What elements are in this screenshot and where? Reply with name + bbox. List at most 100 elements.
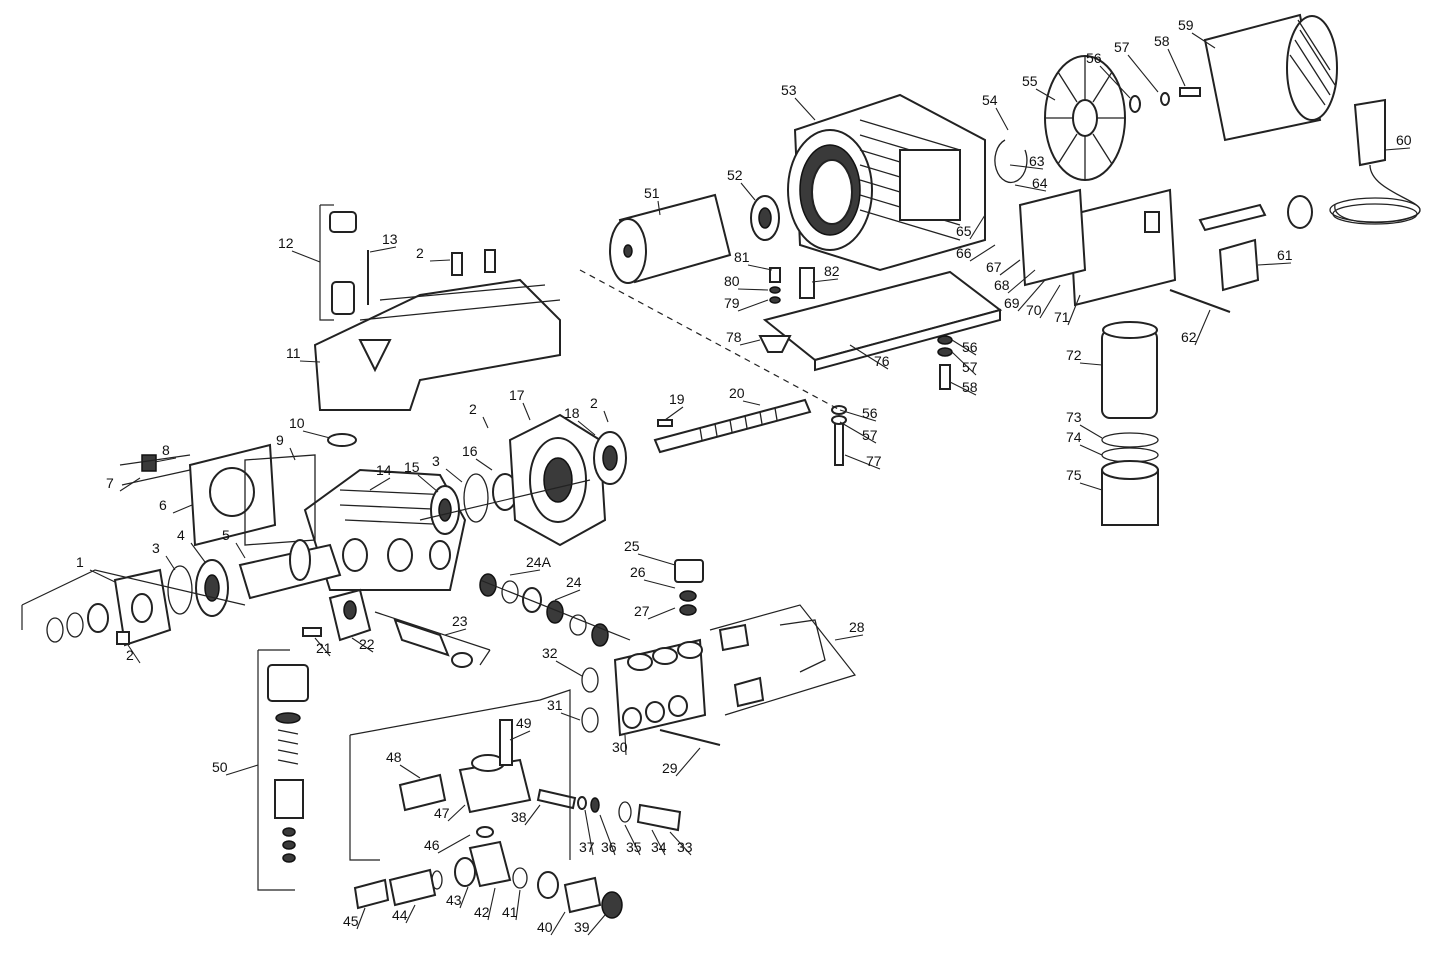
leader-line-p75	[1079, 482, 1103, 491]
part-label-p41: 41	[502, 904, 518, 920]
part-label-p71: 71	[1054, 309, 1070, 325]
part-label-p24: 24	[566, 574, 582, 590]
part-label-p56c: 56	[962, 339, 978, 355]
power-cord	[1329, 98, 1421, 225]
part-label-p60: 60	[1396, 132, 1412, 148]
plug-8	[141, 454, 157, 472]
lower-fittings	[353, 840, 623, 919]
leader-line-p32	[555, 660, 583, 677]
part-label-p6: 6	[159, 497, 167, 513]
leader-line-p1	[89, 569, 116, 583]
part-label-p54: 54	[982, 92, 998, 108]
ring-73	[1101, 432, 1159, 448]
leader-line-p18	[577, 420, 596, 436]
leader-line-p65	[969, 214, 986, 240]
part-label-p59: 59	[1178, 17, 1194, 33]
part-label-p68: 68	[994, 277, 1010, 293]
front-cover	[113, 568, 172, 647]
leader-line-p13	[369, 246, 397, 253]
ring-46	[476, 826, 494, 838]
leader-line-p36	[599, 814, 616, 856]
part-label-p2a: 2	[126, 647, 134, 663]
part-label-p74: 74	[1066, 429, 1082, 445]
leader-line-p57a	[1127, 54, 1159, 93]
part-label-p58b: 58	[962, 379, 978, 395]
part-label-p44: 44	[392, 907, 408, 923]
part-label-p43: 43	[446, 892, 462, 908]
leader-line-p69	[1017, 279, 1046, 312]
leader-line-p27	[647, 607, 676, 620]
part-label-p4: 4	[177, 527, 185, 543]
part-label-p31: 31	[547, 697, 563, 713]
leader-line-p80	[737, 288, 769, 291]
part-label-p62: 62	[1181, 329, 1197, 345]
part-label-p42: 42	[474, 904, 490, 920]
switch-box	[1018, 188, 1177, 307]
leader-line-p50	[225, 764, 259, 776]
leader-line-p63	[1009, 164, 1044, 170]
part-label-p57b: 57	[862, 427, 878, 443]
part-label-p29: 29	[662, 760, 678, 776]
leader-line-p3a	[165, 555, 176, 571]
leader-line-p24	[554, 589, 581, 601]
leader-line-p19	[664, 406, 684, 421]
part-label-p20: 20	[729, 385, 745, 401]
part-label-p45: 45	[343, 913, 359, 929]
part-label-p2c: 2	[469, 401, 477, 417]
part-label-p25: 25	[624, 538, 640, 554]
bearing-15	[430, 485, 460, 535]
screw-62	[1169, 289, 1231, 313]
leader-line-p5	[235, 542, 246, 559]
leader-line-p6	[172, 504, 193, 514]
part-label-p37: 37	[579, 839, 595, 855]
bolt-2-top-a	[451, 252, 463, 276]
manifold	[613, 638, 707, 737]
bearing-18	[593, 431, 627, 485]
part-label-p27: 27	[634, 603, 650, 619]
o-ring-3b	[463, 473, 489, 523]
part-label-p63: 63	[1029, 153, 1045, 169]
rotor	[609, 193, 732, 284]
leader-line-p79	[737, 299, 769, 312]
o-ring-32	[581, 667, 599, 693]
leader-line-p7	[119, 477, 141, 492]
capacitor-cup	[1101, 460, 1159, 526]
part-label-p1: 1	[76, 554, 84, 570]
bolt-2-left	[116, 631, 130, 645]
leader-line-p11	[299, 360, 321, 363]
fasteners-79-81	[769, 267, 781, 304]
leader-line-p67	[999, 259, 1021, 276]
leader-line-p44	[405, 904, 416, 924]
part-label-p28: 28	[849, 619, 865, 635]
part-label-p8: 8	[162, 442, 170, 458]
part-label-p73: 73	[1066, 409, 1082, 425]
leader-line-p72	[1079, 362, 1103, 366]
leader-line-p77	[844, 454, 881, 470]
leader-line-p82	[811, 278, 839, 283]
seal-kit-24	[479, 573, 609, 647]
leader-line-p31	[560, 712, 581, 721]
leader-line-p33	[669, 831, 692, 856]
leader-line-p78	[739, 339, 761, 346]
leader-line-p17	[522, 402, 531, 421]
leader-line-p35	[624, 824, 641, 856]
part-label-p53: 53	[781, 82, 797, 98]
fitting-49	[499, 719, 513, 766]
leader-line-p54	[995, 107, 1009, 131]
part-label-p66: 66	[956, 245, 972, 261]
part-label-p32: 32	[542, 645, 558, 661]
leader-line-p12	[291, 250, 321, 263]
leader-line-p55	[1035, 88, 1056, 101]
part-label-p17: 17	[509, 387, 525, 403]
leader-line-p81	[747, 264, 773, 271]
leader-line-p51	[657, 200, 661, 216]
fan-fasteners	[1129, 87, 1201, 113]
connecting-rod	[328, 588, 372, 642]
part-label-p39: 39	[574, 919, 590, 935]
motor-assembly	[579, 13, 1421, 526]
leader-line-p47	[447, 804, 466, 822]
valve-25-27	[674, 559, 704, 616]
part-label-p77: 77	[866, 453, 882, 469]
leader-line-p37	[584, 809, 594, 856]
